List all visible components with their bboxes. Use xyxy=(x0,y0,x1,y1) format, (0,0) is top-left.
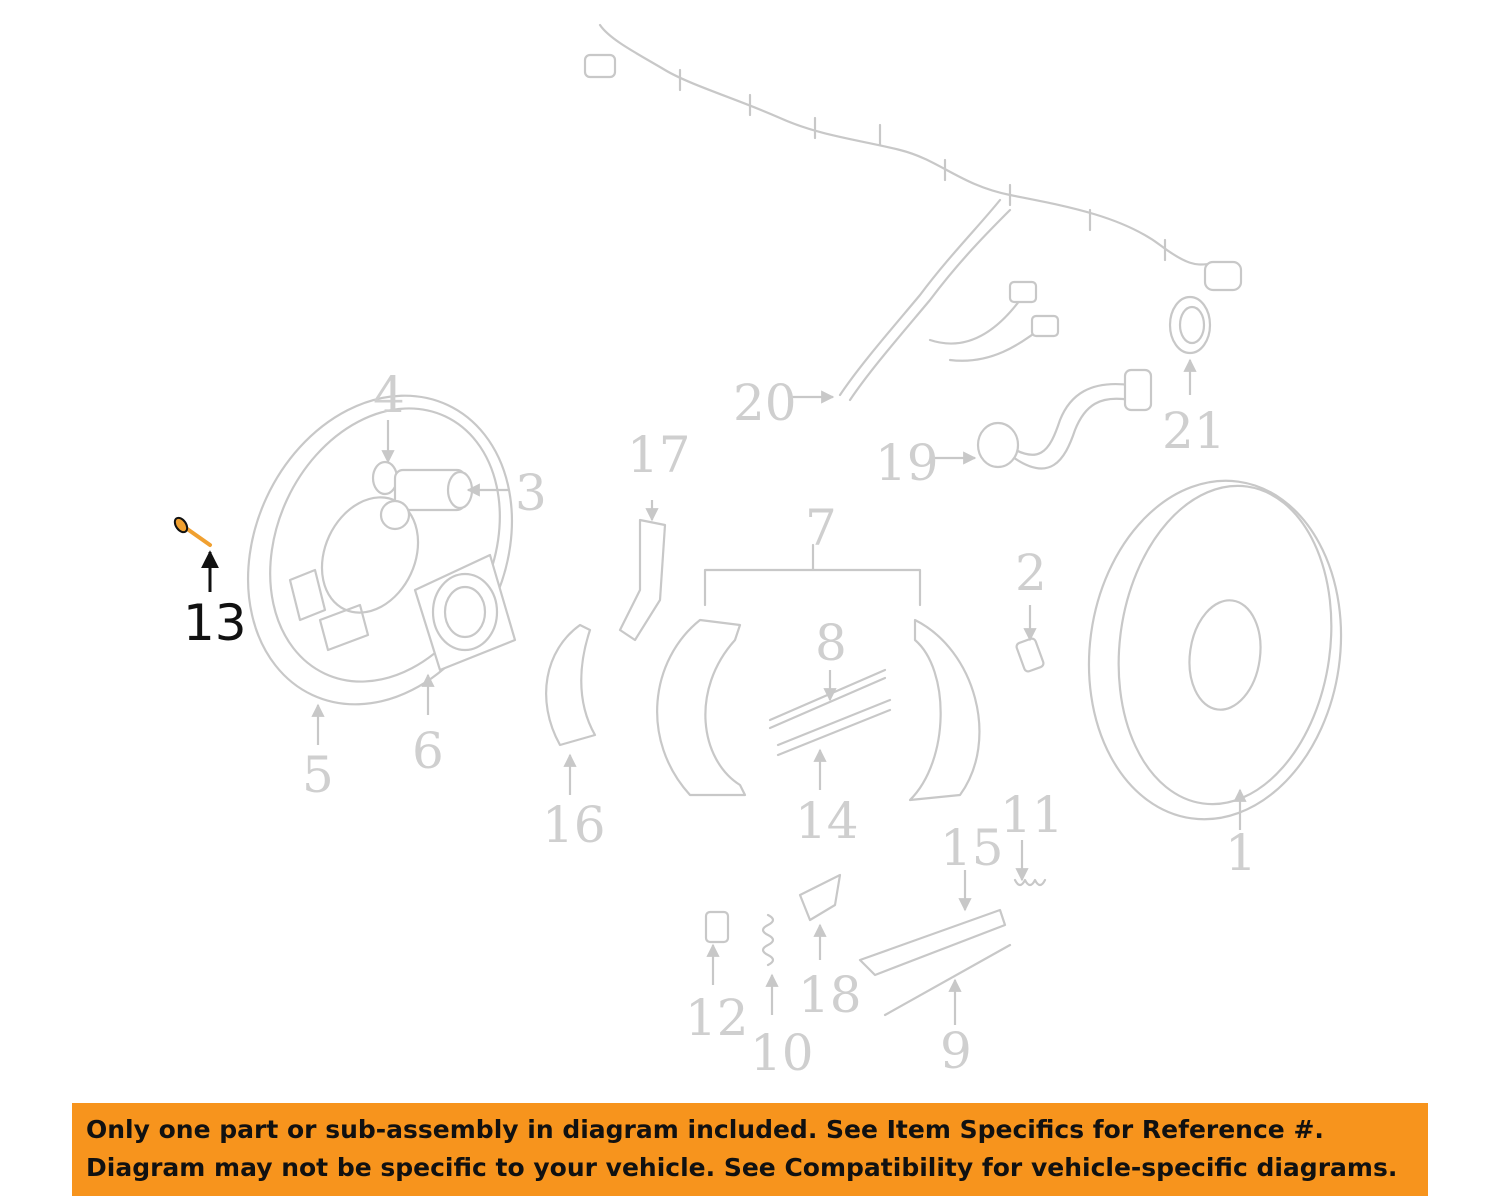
notice-line-1: Only one part or sub-assembly in diagram… xyxy=(86,1115,1324,1144)
callout-20: 20 xyxy=(733,374,797,432)
hub-bearing xyxy=(413,553,517,672)
callout-13: 13 xyxy=(183,594,247,652)
highlighted-part-bolt xyxy=(173,516,212,547)
parts-diagram: 1 2 3 4 5 6 7 8 9 10 11 12 14 15 16 17 1… xyxy=(173,23,1343,1082)
abs-wire-harness xyxy=(583,23,1243,402)
notice-banner: Only one part or sub-assembly in diagram… xyxy=(72,1103,1428,1196)
seal xyxy=(1168,295,1212,355)
wheel-cylinder xyxy=(379,468,474,531)
callout-16: 16 xyxy=(542,796,606,854)
callout-17: 17 xyxy=(627,426,691,484)
brake-drum xyxy=(1087,479,1343,821)
callout-1: 1 xyxy=(1225,824,1257,882)
callout-15: 15 xyxy=(940,819,1004,877)
callout-8: 8 xyxy=(815,614,847,672)
brake-shoes xyxy=(656,543,981,802)
callout-18: 18 xyxy=(798,966,862,1024)
brake-hose xyxy=(976,368,1153,470)
callout-11: 11 xyxy=(1000,786,1064,844)
callout-5: 5 xyxy=(302,746,334,804)
callout-12: 12 xyxy=(685,989,749,1047)
bleeder-valve xyxy=(371,460,399,496)
callout-2: 2 xyxy=(1015,544,1047,602)
callout-3: 3 xyxy=(515,464,547,522)
small-hardware xyxy=(704,873,1047,1017)
callout-4: 4 xyxy=(373,366,405,424)
callout-6: 6 xyxy=(412,722,444,780)
callout-9: 9 xyxy=(940,1022,972,1080)
callout-7: 7 xyxy=(805,499,837,557)
callout-10: 10 xyxy=(750,1024,814,1082)
shoe-lining xyxy=(545,623,597,747)
callout-19: 19 xyxy=(875,434,939,492)
callout-labels: 1 2 3 4 5 6 7 8 9 10 11 12 14 15 16 17 1… xyxy=(302,366,1257,1082)
strut-bar xyxy=(618,518,667,642)
callout-21: 21 xyxy=(1162,402,1226,460)
notice-line-2: Diagram may not be specific to your vehi… xyxy=(86,1153,1398,1182)
wheel-stud xyxy=(1015,637,1045,673)
callout-arrows xyxy=(311,358,1247,1025)
callout-14: 14 xyxy=(795,792,859,850)
